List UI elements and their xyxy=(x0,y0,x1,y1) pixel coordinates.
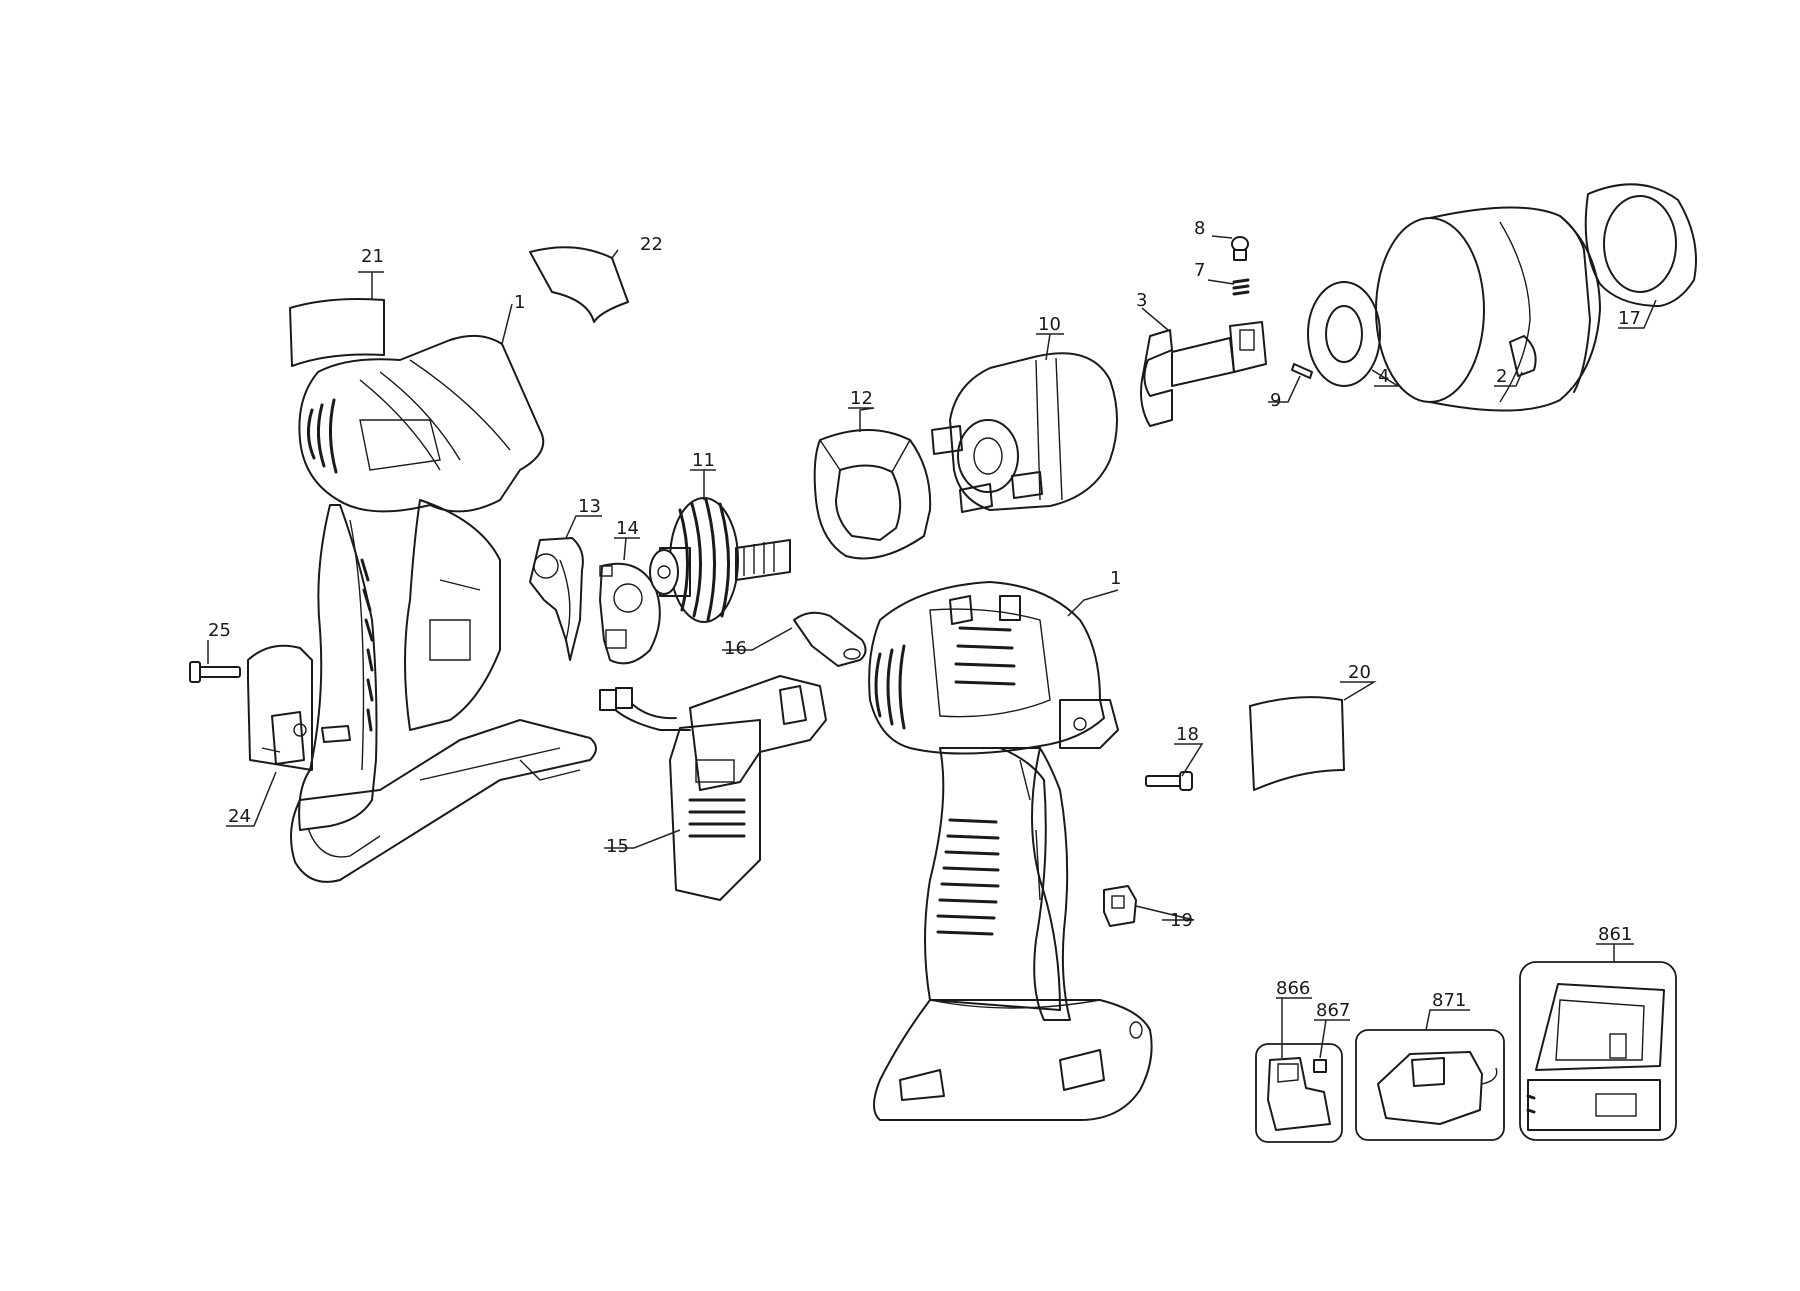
leader-lines xyxy=(207,235,1657,1059)
callout-871: 871 xyxy=(1432,990,1466,1011)
callout-13: 13 xyxy=(578,496,601,517)
part-16-switch-plate xyxy=(793,611,867,667)
callout-16: 16 xyxy=(724,638,747,659)
callout-15: 15 xyxy=(606,836,629,857)
callout-867: 867 xyxy=(1316,1000,1350,1021)
callout-7: 7 xyxy=(1194,260,1205,281)
callout-21: 21 xyxy=(361,246,384,267)
part-17-boot xyxy=(1584,183,1697,307)
part-7-spring xyxy=(1232,278,1250,296)
callout-8: 8 xyxy=(1194,218,1205,239)
part-1-housing-right xyxy=(868,581,1153,1121)
part-22-badge xyxy=(529,246,629,323)
part-12-ring-gear xyxy=(813,429,932,560)
callout-9: 9 xyxy=(1270,390,1281,411)
callout-4: 4 xyxy=(1378,366,1389,387)
part-11-armature xyxy=(649,497,791,623)
part-21-label-sheet xyxy=(289,298,385,367)
part-20-label xyxy=(1249,696,1345,791)
callout-3: 3 xyxy=(1136,290,1147,311)
callout-22: 22 xyxy=(640,234,663,255)
callout-1-left: 1 xyxy=(514,292,525,313)
callout-2: 2 xyxy=(1496,366,1507,387)
accessory-box-871 xyxy=(1355,1029,1505,1141)
part-19-contact-block xyxy=(1103,885,1137,927)
part-13-brush-holder xyxy=(529,537,584,661)
callout-17: 17 xyxy=(1618,308,1641,329)
callout-19: 19 xyxy=(1170,910,1193,931)
callout-861: 861 xyxy=(1598,924,1632,945)
part-8-ball xyxy=(1231,236,1249,261)
part-10-gear-carrier xyxy=(931,352,1118,513)
part-25-screw xyxy=(189,661,241,683)
part-3-anvil xyxy=(1140,321,1267,427)
callout-20: 20 xyxy=(1348,662,1371,683)
callout-24: 24 xyxy=(228,806,251,827)
callout-25: 25 xyxy=(208,620,231,641)
part-1-housing-left xyxy=(290,334,597,883)
part-4-washer xyxy=(1307,281,1381,387)
part-24-belt-clip xyxy=(247,644,351,771)
part-2-nose-housing xyxy=(1375,206,1601,412)
callout-11: 11 xyxy=(692,450,715,471)
accessory-box-866-867 xyxy=(1255,1043,1343,1143)
callout-18: 18 xyxy=(1176,724,1199,745)
callout-14: 14 xyxy=(616,518,639,539)
accessory-box-861 xyxy=(1519,961,1677,1141)
part-9-pin xyxy=(1291,363,1313,379)
callout-labels: 21 22 1 8 7 3 10 17 2 4 9 12 11 13 14 1 … xyxy=(208,218,1641,1021)
part-14-brush-plate xyxy=(599,562,661,665)
part-18-screw xyxy=(1145,771,1193,791)
callout-1-right: 1 xyxy=(1110,568,1121,589)
callout-12: 12 xyxy=(850,388,873,409)
callout-10: 10 xyxy=(1038,314,1061,335)
part-15-switch-assembly xyxy=(599,675,827,901)
callout-866: 866 xyxy=(1276,978,1310,999)
